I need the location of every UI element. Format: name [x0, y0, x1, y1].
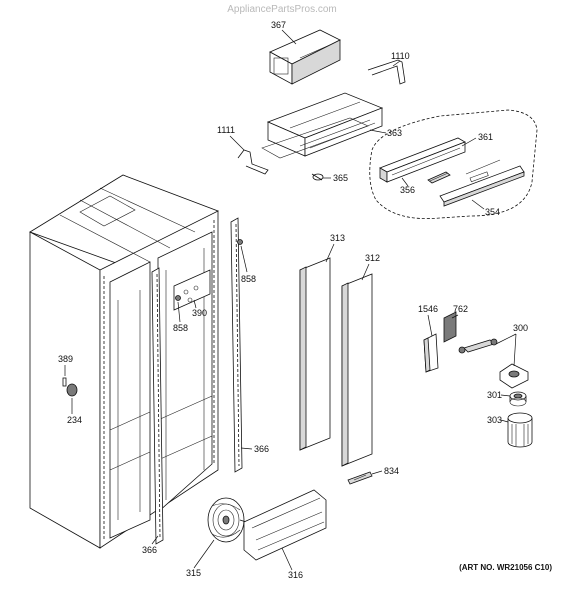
label-361: 361	[478, 132, 493, 142]
label-312: 312	[365, 253, 380, 263]
part-361-switch[interactable]	[427, 171, 451, 184]
part-858-screw-a[interactable]	[175, 295, 181, 301]
part-1111-bracket[interactable]	[237, 149, 269, 175]
part-1546-bracket[interactable]	[423, 333, 439, 373]
part-354-cover[interactable]	[439, 159, 525, 207]
label-366-a: 366	[254, 444, 269, 454]
label-390: 390	[192, 308, 207, 318]
part-356-light-bar[interactable]	[379, 137, 466, 183]
label-762: 762	[453, 304, 468, 314]
label-313: 313	[330, 233, 345, 243]
label-234: 234	[67, 415, 82, 425]
label-363: 363	[387, 128, 402, 138]
part-301-knob[interactable]	[509, 391, 527, 407]
part-366-strip-right[interactable]	[230, 217, 243, 473]
part-315-fan-motor[interactable]	[207, 497, 253, 543]
part-389-stop[interactable]	[62, 377, 67, 387]
label-389: 389	[58, 354, 73, 364]
part-1110-rod[interactable]	[367, 59, 406, 85]
label-365: 365	[333, 173, 348, 183]
label-300: 300	[513, 323, 528, 333]
label-301: 301	[487, 390, 502, 400]
part-366-strip-left[interactable]	[151, 267, 164, 545]
label-303: 303	[487, 415, 502, 425]
part-365-screw[interactable]	[311, 173, 324, 181]
part-312-panel[interactable]	[341, 273, 373, 467]
label-858-b: 858	[241, 274, 256, 284]
cabinet-case[interactable]	[29, 174, 219, 549]
label-356: 356	[400, 185, 415, 195]
label-367: 367	[271, 20, 286, 30]
label-366-b: 366	[142, 545, 157, 555]
label-1546: 1546	[418, 304, 438, 314]
part-834-bracket[interactable]	[347, 471, 373, 485]
art-number: (ART NO. WR21056 C10)	[459, 563, 552, 572]
part-316-shroud[interactable]	[243, 489, 327, 561]
part-300-control[interactable]	[458, 338, 529, 389]
part-762-insulation[interactable]	[443, 311, 457, 343]
label-316: 316	[288, 570, 303, 580]
watermark: AppliancePartsPros.com	[227, 4, 337, 15]
label-834: 834	[384, 466, 399, 476]
label-858-a: 858	[173, 323, 188, 333]
part-303-cylinder[interactable]	[507, 412, 533, 448]
part-367-duct[interactable]	[269, 29, 341, 85]
label-315: 315	[186, 568, 201, 578]
part-363-tray[interactable]	[261, 92, 384, 159]
part-313-panel[interactable]	[299, 257, 331, 451]
label-354: 354	[485, 207, 500, 217]
part-858-screw-b[interactable]	[237, 239, 243, 245]
label-1110: 1110	[391, 51, 410, 61]
label-1111: 1111	[217, 125, 235, 135]
